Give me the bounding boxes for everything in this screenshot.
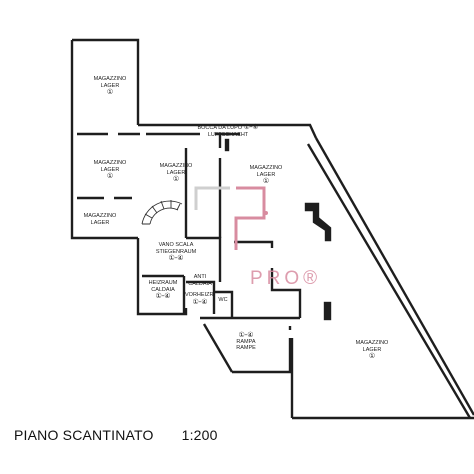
room-number: ①-④ [155, 292, 171, 300]
spiral-stair [141, 200, 183, 225]
wall-stair-block [186, 236, 222, 282]
wall-right-slant [314, 137, 474, 416]
wall-central-bottom [136, 238, 188, 316]
pillar-small [323, 301, 332, 321]
wall-ramp-left [202, 323, 234, 373]
room-bocca: BOCCA DA LUPO ①-④ LUFTSCHACHT [196, 124, 260, 138]
room-label: BOCCA DA LUPO [197, 125, 243, 131]
room-label: MAGAZZINO [93, 160, 127, 166]
room-number: ①-④ [238, 331, 254, 339]
room-rampa: ①-④ RAMPA RAMPE [226, 332, 266, 352]
room-label-de: RAMPE [236, 345, 256, 351]
plan-scale: 1:200 [181, 427, 218, 443]
pillar-top [224, 138, 230, 152]
room-magazzino-mid: MAGAZZINO LAGER ① [156, 163, 196, 183]
room-label: MAGAZZINO [83, 213, 117, 219]
room-label-de: LAGER [90, 219, 110, 226]
room-number: ① [172, 175, 180, 183]
room-number: ①-④ [243, 124, 259, 131]
room-number: ①-④ [192, 297, 208, 306]
plan-title: PIANO SCANTINATO [14, 427, 154, 443]
room-label-de: CALDAIA [151, 286, 175, 293]
room-label: WC [218, 297, 228, 303]
watermark-text: PRO® [250, 268, 322, 289]
plan-caption: PIANO SCANTINATO 1:200 [14, 427, 246, 443]
room-label-de: LAGER [256, 171, 276, 178]
room-label-de: LAGER [166, 169, 186, 176]
room-label-de: LAGER [100, 166, 120, 173]
room-label-de: CALDAIA [188, 280, 212, 287]
room-label-de: STIEGENRAUM [155, 248, 197, 255]
wall-hall-right [270, 268, 302, 318]
room-label: MAGAZZINO [93, 76, 127, 82]
room-number: ①-④ [168, 254, 184, 262]
room-vorheiz: VORHEIZR. ①-④ [184, 292, 216, 305]
wall-anti [186, 280, 216, 314]
wall-left-outer [70, 40, 138, 240]
watermark-logo [194, 186, 268, 250]
room-magazzino-small: MAGAZZINO LAGER [80, 213, 120, 226]
room-magazzino-mid-left: MAGAZZINO LAGER ① [90, 160, 130, 180]
wall-top-left [72, 38, 140, 125]
room-wc: WC [216, 297, 230, 304]
room-label-de: LAGER [100, 82, 120, 89]
pillar-l [304, 202, 332, 242]
room-label: ANTI [193, 274, 207, 280]
room-label: VORHEIZR. [185, 292, 215, 298]
wall-ramp-bottom [232, 338, 292, 374]
room-number: ① [106, 172, 114, 180]
room-label: VANO SCALA [158, 242, 194, 248]
wall-hall [234, 240, 274, 248]
room-number: ① [368, 352, 376, 360]
room-number: ① [106, 88, 114, 96]
room-label: HEIZRAUM [148, 280, 178, 286]
room-heizraum: HEIZRAUM CALDAIA ①-④ [142, 280, 184, 300]
room-label-de: LAGER [362, 346, 382, 353]
room-label: RAMPA [236, 338, 256, 345]
room-label: MAGAZZINO [355, 340, 389, 346]
room-vano-scala: VANO SCALA STIEGENRAUM ①-④ [152, 242, 200, 262]
room-number: ① [262, 177, 270, 185]
room-anti-caldaia: ANTI CALDAIA [186, 274, 214, 287]
room-magazzino-large: MAGAZZINO LAGER ① [352, 340, 392, 360]
room-label-de: LUFTSCHACHT [207, 131, 249, 138]
room-label: MAGAZZINO [249, 165, 283, 171]
room-magazzino-top: MAGAZZINO LAGER ① [90, 76, 130, 96]
wall-inner-slant [306, 143, 472, 419]
wall-top-corridor [138, 123, 318, 139]
room-magazzino-right: MAGAZZINO LAGER ① [246, 165, 286, 185]
room-label: MAGAZZINO [159, 163, 193, 169]
wall-wc [214, 290, 234, 318]
